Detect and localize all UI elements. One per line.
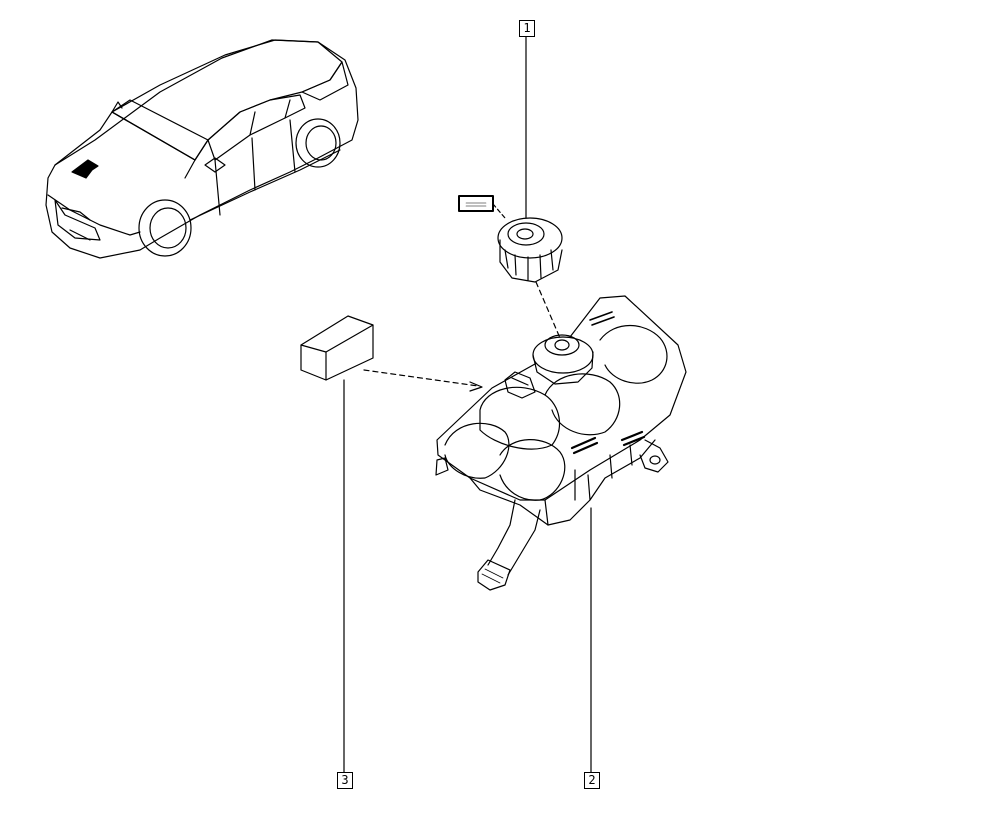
coolant-expansion-tank-icon — [435, 295, 687, 591]
coolant-bottle-icon — [300, 315, 374, 381]
expansion-tank-cap-icon — [458, 195, 563, 283]
vehicle-locator-car-icon — [45, 39, 359, 259]
dashed-line-cap-to-tank — [535, 281, 561, 339]
leader-lines — [343, 36, 592, 773]
dashed-line-bottle-to-tank — [363, 369, 479, 387]
location-marker-icon — [71, 159, 99, 179]
arrowhead — [469, 381, 483, 392]
callout-part-1: 1 — [519, 20, 535, 37]
callout-part-2: 2 — [584, 772, 600, 789]
callout-part-3: 3 — [337, 772, 353, 789]
